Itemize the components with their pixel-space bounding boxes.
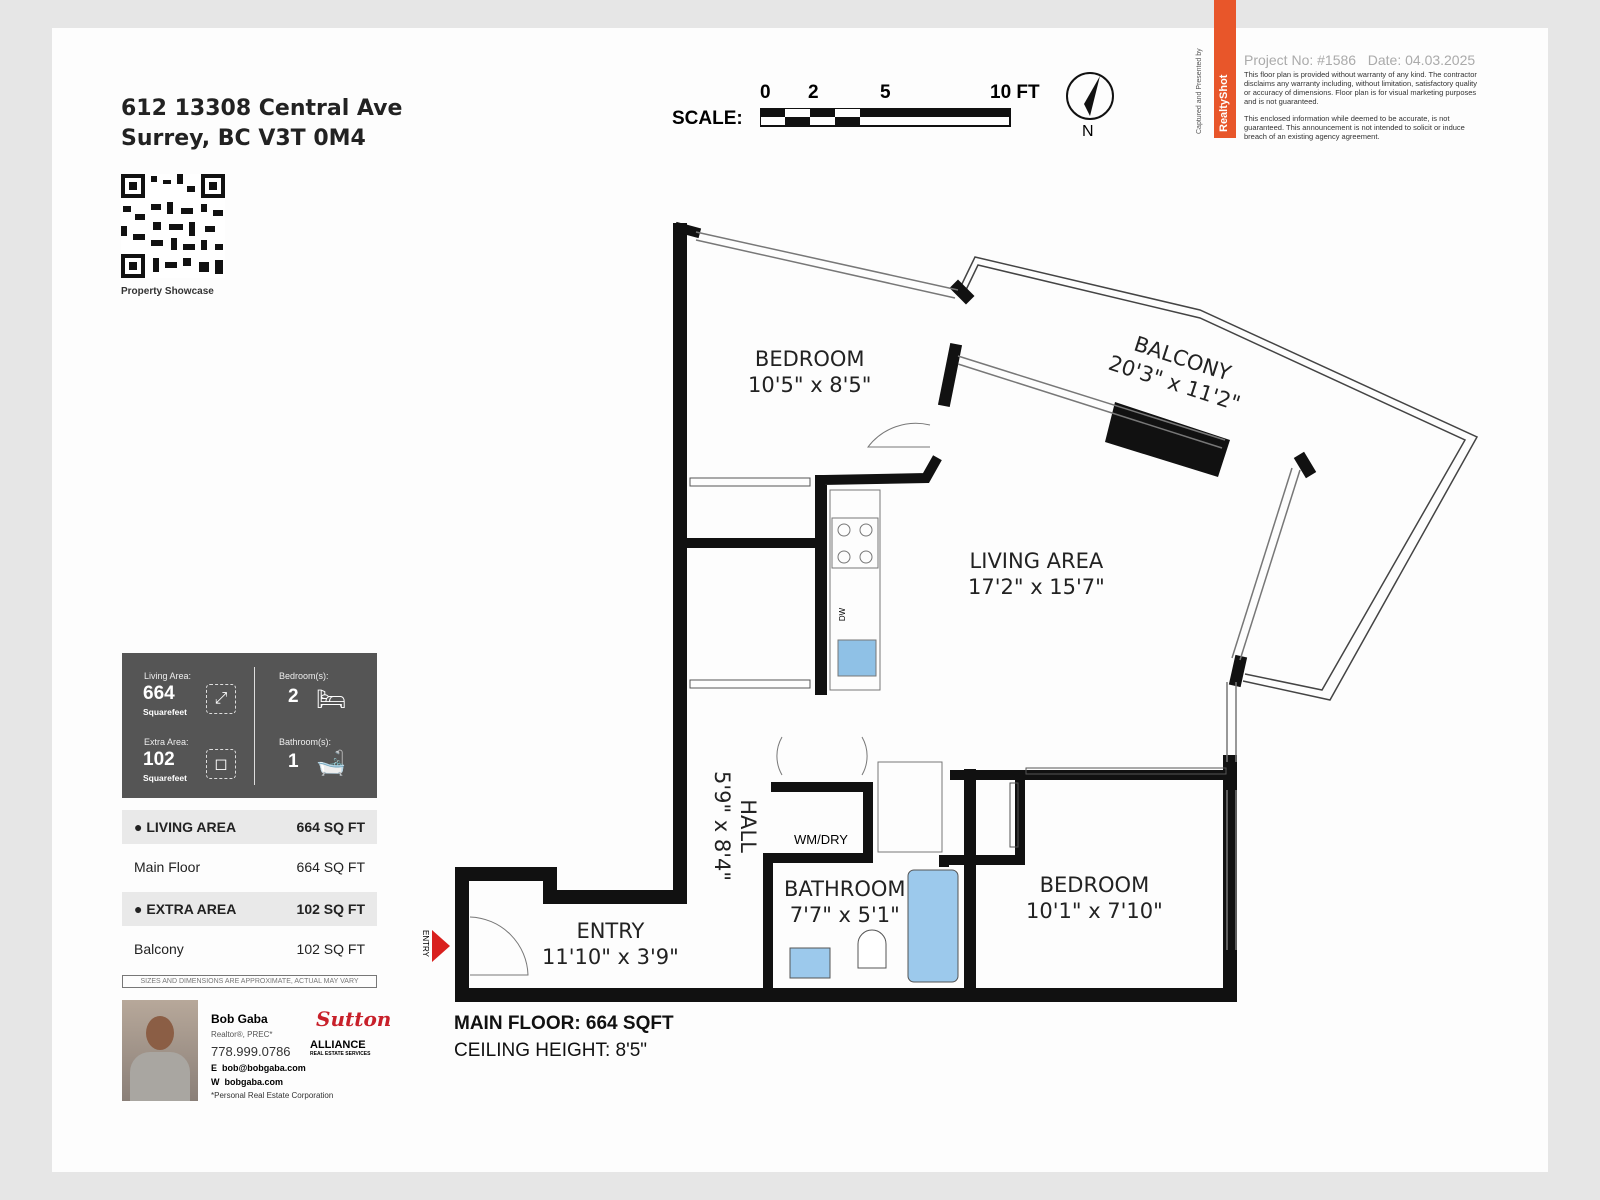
ceiling-height: CEILING HEIGHT: 8'5" [454,1040,648,1061]
email-value: bob@bobgaba.com [222,1063,306,1073]
project-date: Date: 04.03.2025 [1367,52,1476,68]
area-value: 102 SQ FT [296,941,365,957]
living-area-label: Living Area: [144,671,192,681]
closets [689,477,1227,848]
area-name: ● EXTRA AREA [134,901,237,917]
agent-name: Bob Gaba [211,1012,268,1026]
bathtub-icon: 🛁 [316,749,346,777]
area-name-text: LIVING AREA [146,819,237,835]
disclaimer-2: This enclosed information while deemed t… [1244,114,1465,141]
qr-code[interactable] [121,174,225,278]
washer-dryer-label: WM/DRY [794,832,848,847]
area-value: 102 SQ FT [296,901,365,917]
room-dims: 10'5" x 8'5" [748,373,872,397]
room-name: BEDROOM [1039,873,1150,897]
address-line1: 612 13308 Central Ave [121,96,403,121]
room-name: BATHROOM [784,877,906,901]
extra-area-label: Extra Area: [144,737,189,747]
area-value: 664 SQ FT [296,859,365,875]
entry-arrow-icon [432,930,450,962]
web-value: bobgaba.com [224,1077,284,1087]
web-label: W [211,1077,220,1087]
north-arrow-icon [1066,72,1114,120]
email-label: E [211,1063,218,1073]
room-dims: 7'7" x 5'1" [789,903,900,927]
floor-plan-sheet [52,28,1548,1172]
agent-title: Realtor®, PREC* [211,1030,273,1039]
north-label: N [1082,123,1094,140]
walls [455,221,1317,1002]
room-dims: 5'9" x 8'4" [710,770,735,882]
agent-email[interactable]: E bob@bobgaba.com [211,1063,306,1073]
project-info: Project No: #1586 Date: 04.03.2025 [1244,52,1475,68]
agent-website[interactable]: W bobgaba.com [211,1077,283,1087]
main-floor-total: MAIN FLOOR: 664 SQFT [454,1013,674,1034]
kitchen [829,489,881,691]
agent-note: *Personal Real Estate Corporation [211,1091,334,1100]
scale-label: SCALE: [672,108,743,129]
area-name-text: EXTRA AREA [146,901,237,917]
room-dims: 11'10" x 3'9" [542,945,679,969]
scale-tick-5: 5 [880,82,891,103]
scale-tick-0: 0 [760,82,771,103]
fireplace [1105,402,1230,477]
sutton-logo: Sutton [316,1007,392,1031]
windows [695,231,1301,950]
divider [254,667,255,785]
extra-area-value: 102 [143,749,175,770]
door-swings [469,422,943,976]
project-number: Project No: #1586 [1244,52,1357,68]
area-row-living: ● LIVING AREA 664 SQ FT [122,810,377,844]
disclaimer-1: This floor plan is provided without warr… [1244,70,1478,106]
expand-icon: ⤢ [206,684,236,714]
room-dims: 10'1" x 7'10" [1026,899,1163,923]
room-dims: 17'2" x 15'7" [968,575,1105,599]
property-address: 612 13308 Central Ave Surrey, BC V3T 0M4 [121,94,402,154]
room-name: LIVING AREA [969,549,1104,573]
agent-phone[interactable]: 778.999.0786 [211,1044,291,1059]
bed-icon: 🛏 [315,685,347,713]
dishwasher-label: DW [838,607,848,622]
stats-panel: Living Area: 664 Squarefeet ⤢ Extra Area… [122,653,377,798]
bathrooms-value: 1 [288,751,299,772]
room-name: HALL [736,799,761,853]
balcony-outline [959,256,1479,701]
room-name: BEDROOM [754,347,865,371]
agent-photo [122,1000,198,1101]
qr-caption: Property Showcase [121,286,214,297]
area-value: 664 SQ FT [296,819,365,835]
area-name: Balcony [134,941,184,957]
area-row-main-floor: Main Floor 664 SQ FT [122,850,377,884]
area-row-extra: ● EXTRA AREA 102 SQ FT [122,892,377,926]
living-area-unit: Squarefeet [143,707,187,717]
scale-tick-2: 2 [808,82,819,103]
bathroom-fixtures [789,869,959,983]
area-row-balcony: Balcony 102 SQ FT [122,932,377,966]
area-name: Main Floor [134,859,201,875]
extra-area-unit: Squarefeet [143,773,187,783]
entry-marker: ENTRY [421,930,430,957]
bedrooms-value: 2 [288,686,299,707]
bedrooms-label: Bedroom(s): [279,671,329,681]
alliance-logo: ALLIANCE [310,1039,366,1051]
room-name: ENTRY [576,919,645,943]
disclaimer: This floor plan is provided without warr… [1244,70,1480,141]
scale-tick-10: 10 FT [990,82,1040,103]
address-line2: Surrey, BC V3T 0M4 [121,126,366,151]
living-area-value: 664 [143,683,175,704]
area-icon: ◻ [206,749,236,779]
scale-bar [760,108,1011,127]
bathrooms-label: Bathroom(s): [279,737,332,747]
area-name: ● LIVING AREA [134,819,237,835]
areas-disclaimer: SIZES AND DIMENSIONS ARE APPROXIMATE, AC… [122,975,377,988]
realtyshot-logo [1214,0,1236,138]
alliance-sub: REAL ESTATE SERVICES [310,1051,371,1057]
